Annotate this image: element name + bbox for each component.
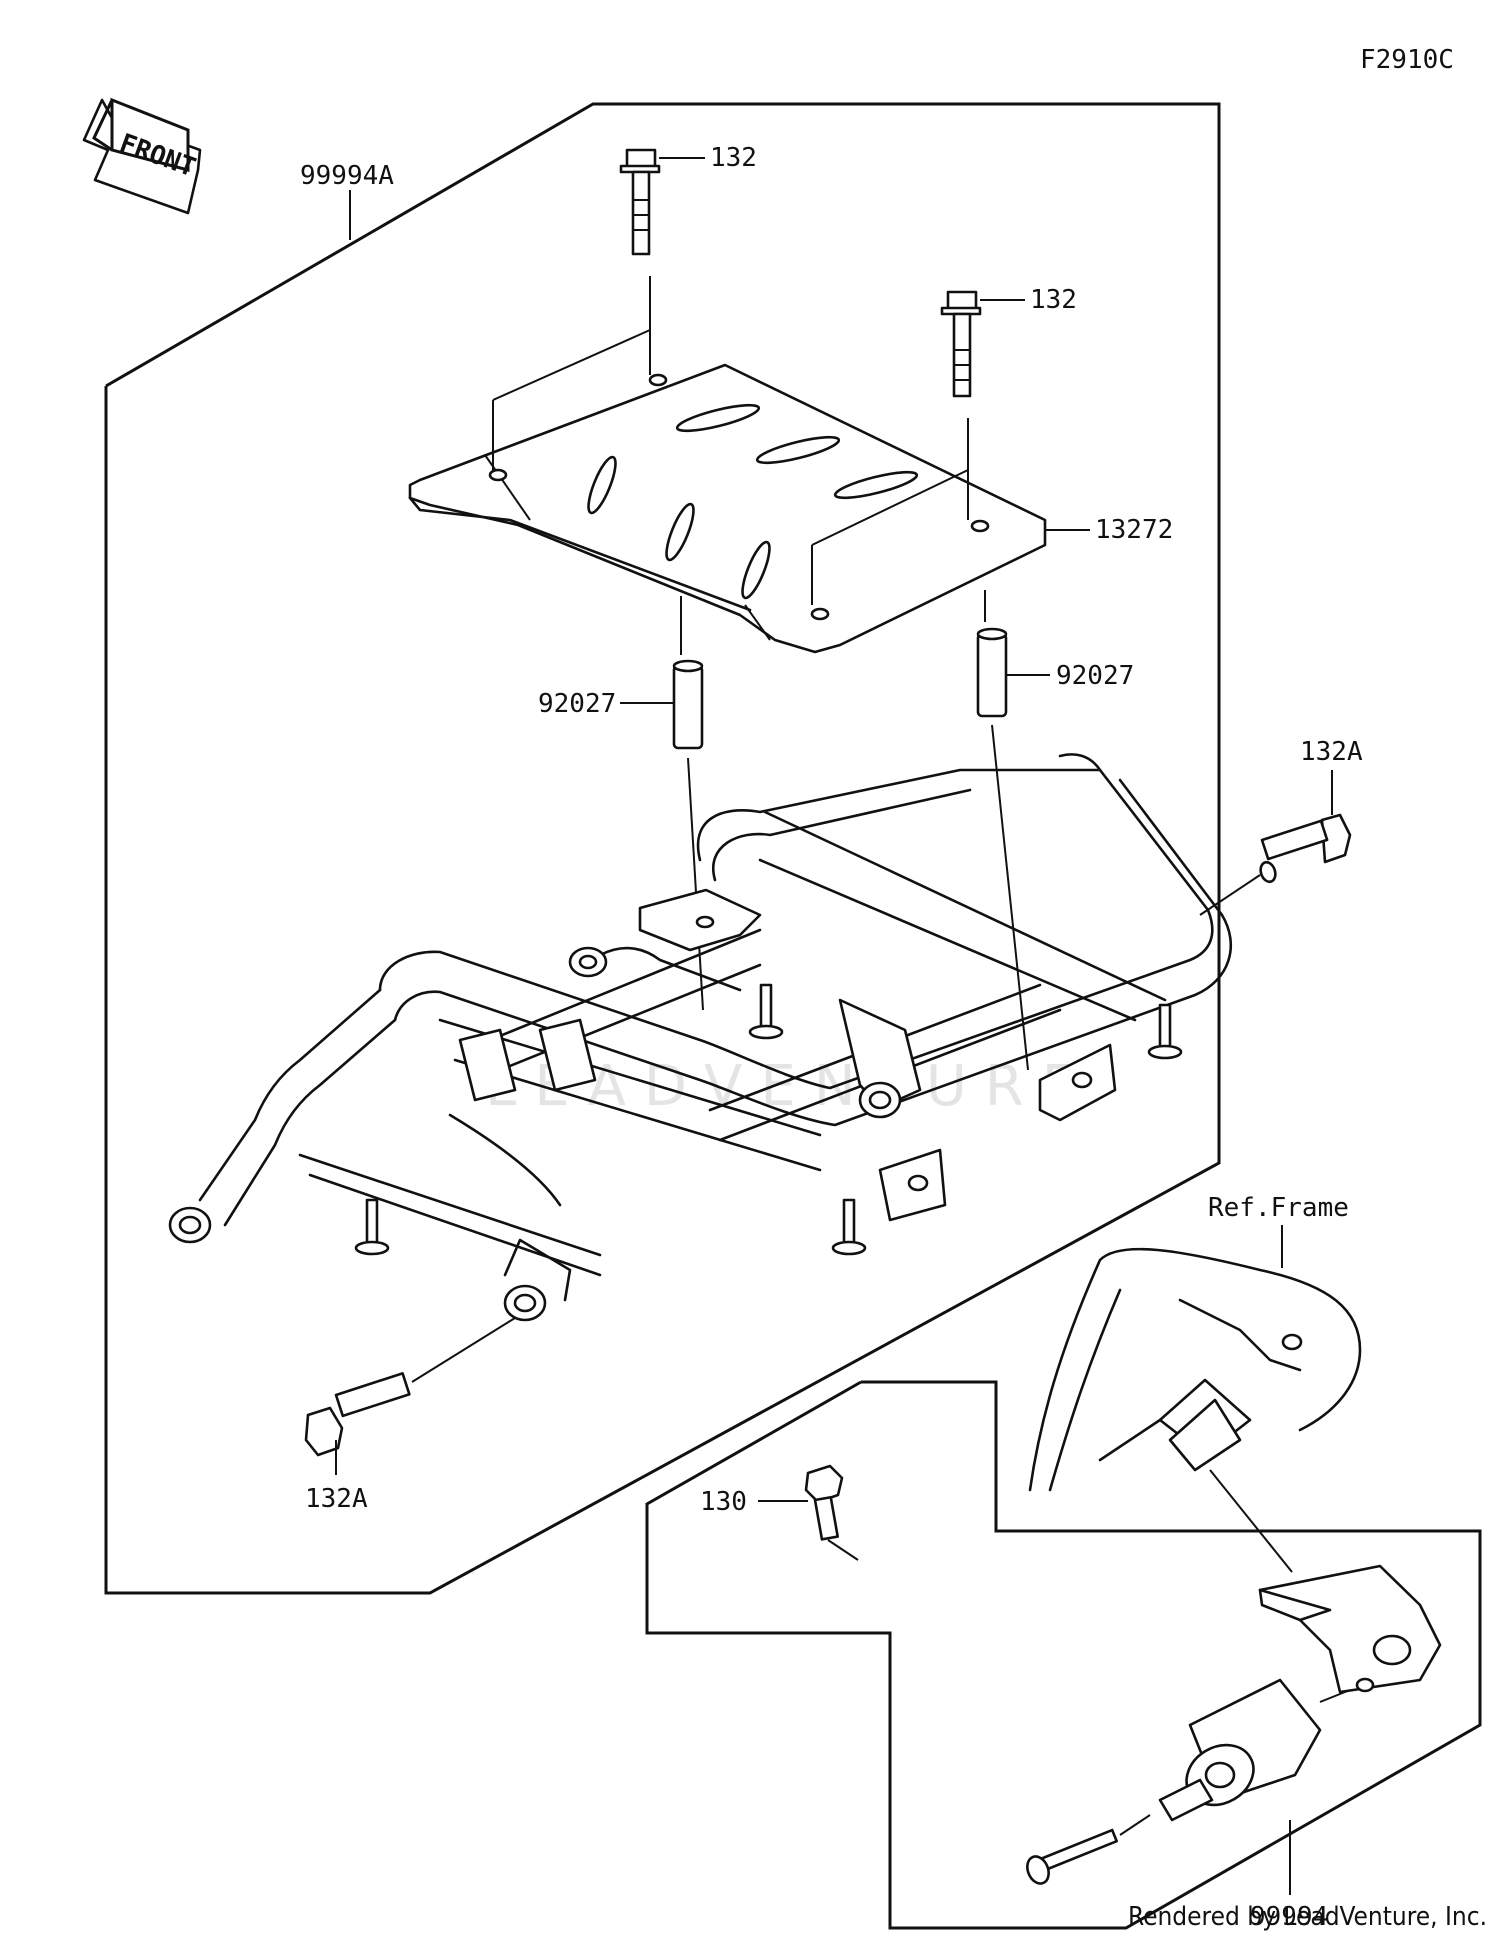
bolt-130	[804, 1464, 859, 1561]
callout-132-top-left: 132	[710, 143, 757, 173]
callout-132-top-right: 132	[1030, 285, 1077, 315]
callout-92027-left: 92027	[538, 689, 616, 719]
reference-frame	[1028, 1247, 1362, 1573]
spacer-92027-right	[976, 590, 1029, 1071]
front-arrow-icon: FRONT	[82, 97, 202, 215]
kit-outline-99994	[645, 1380, 1482, 1930]
lock-assembly	[1026, 1564, 1442, 1885]
callout-92027-right: 92027	[1056, 661, 1134, 691]
reference-frame-label: Ref.Frame	[1208, 1193, 1349, 1223]
spacer-92027-left	[672, 596, 704, 1011]
callout-130: 130	[700, 1487, 747, 1517]
leader-lines	[335, 157, 1333, 1895]
callout-99994: 99994	[1250, 1902, 1328, 1932]
callout-99994a: 99994A	[300, 161, 394, 191]
bolt-132-top-left	[619, 148, 661, 256]
callout-132a-right: 132A	[1300, 737, 1363, 767]
callout-13272: 13272	[1095, 515, 1173, 545]
rack-frame	[168, 753, 1232, 1322]
kit-outline-99994a	[104, 102, 1221, 1595]
bolt-132a-left	[304, 1317, 516, 1457]
figure-code: F2910C	[1360, 45, 1454, 75]
bolt-132a-right	[1199, 813, 1352, 916]
callout-132a-left: 132A	[305, 1484, 368, 1514]
carrier-plate	[408, 276, 1047, 654]
bolt-132-top-right	[940, 290, 982, 398]
credit-text: Rendered by LeadVenture, Inc.	[1128, 1902, 1487, 1932]
